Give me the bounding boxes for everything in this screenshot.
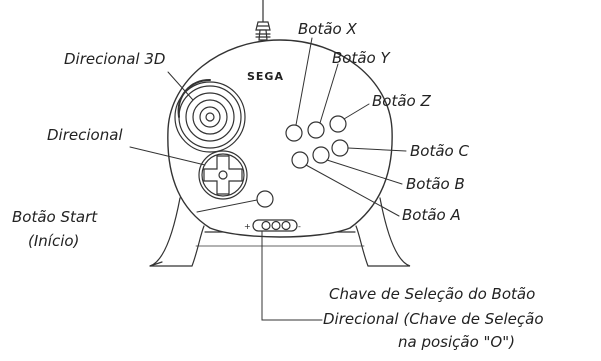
- start-button: [256, 190, 274, 208]
- leader-lines: [129, 37, 407, 321]
- switch-plus-mark: +: [244, 222, 251, 231]
- sega-logo: SEGA: [247, 70, 284, 83]
- button-x: [285, 124, 303, 142]
- leader-button-z: [343, 103, 370, 120]
- label-start-button-sub: (Início): [28, 232, 80, 250]
- leader-directional-3d: [167, 71, 194, 101]
- button-c: [331, 139, 349, 157]
- leader-button-b: [326, 159, 403, 185]
- label-button-x: Botão X: [298, 20, 357, 38]
- leader-button-y: [319, 63, 339, 124]
- label-button-a: Botão A: [402, 206, 461, 224]
- mode-switch: + -: [244, 219, 301, 232]
- label-button-c: Botão C: [410, 142, 469, 160]
- leader-button-a: [305, 164, 400, 217]
- button-y: [307, 121, 325, 139]
- label-button-b: Botão B: [406, 175, 465, 193]
- leader-mode-switch: [261, 230, 323, 321]
- leader-directional: [129, 146, 206, 166]
- label-directional-3d: Direcional 3D: [64, 50, 166, 68]
- button-a: [291, 151, 309, 169]
- label-switch-line2: Direcional (Chave de Seleção: [323, 310, 544, 328]
- leader-button-c: [347, 147, 407, 152]
- label-switch-line1: Chave de Seleção do Botão: [329, 285, 536, 303]
- button-b: [312, 146, 330, 164]
- leader-start: [196, 199, 258, 213]
- label-button-z: Botão Z: [372, 92, 431, 110]
- directional-pad: [198, 150, 248, 200]
- label-switch-line3: na posição "O"): [398, 333, 515, 351]
- switch-minus-mark: -: [298, 222, 301, 231]
- leader-button-x: [295, 37, 313, 126]
- label-start-button: Botão Start: [12, 208, 98, 226]
- controller-cable: [255, 0, 271, 41]
- label-button-y: Botão Y: [332, 49, 390, 67]
- button-z: [329, 115, 347, 133]
- label-directional: Direcional: [47, 126, 123, 144]
